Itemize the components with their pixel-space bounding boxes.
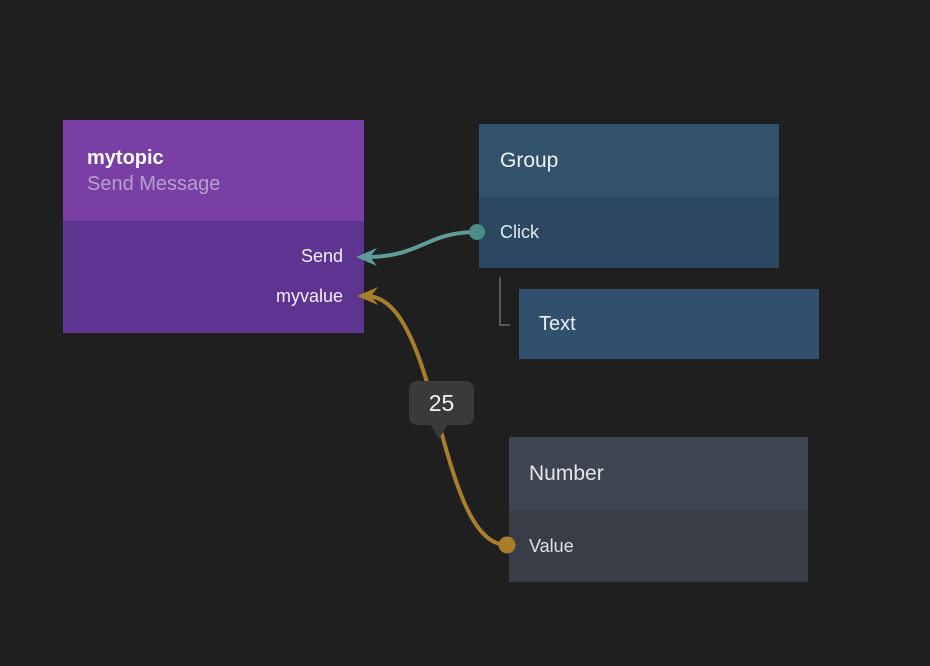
input-port-myvalue-label: myvalue <box>275 285 343 306</box>
wire-click-to-send[interactable] <box>364 230 479 259</box>
node-mytopic-subtitle: Send Message <box>87 172 221 195</box>
node-mytopic-header: mytopic Send Message <box>63 120 364 221</box>
output-port-value-label: Value <box>529 535 574 556</box>
node-number-header: Number <box>509 437 808 510</box>
node-group-header: Group <box>479 124 779 197</box>
node-mytopic-title: mytopic <box>87 146 164 169</box>
node-text-title: Text <box>539 312 576 335</box>
wire-value-tooltip-text: 25 <box>428 389 455 416</box>
node-group-title: Group <box>500 148 559 172</box>
wire-value-tooltip: 25 <box>409 381 474 439</box>
input-port-send-label: Send <box>300 245 343 266</box>
input-port-myvalue[interactable]: myvalue <box>63 276 364 316</box>
hierarchy-connector-line <box>499 277 510 326</box>
input-port-send[interactable]: Send <box>63 236 364 276</box>
node-group[interactable]: Group Click <box>479 124 779 268</box>
node-number-title: Number <box>529 461 604 485</box>
output-port-value[interactable]: Value <box>509 510 808 582</box>
node-mytopic-body: Send myvalue <box>63 221 364 333</box>
node-number[interactable]: Number Value <box>509 437 808 582</box>
output-port-click[interactable]: Click <box>479 197 779 268</box>
node-group-body: Click <box>479 197 779 268</box>
output-port-click-label: Click <box>500 222 539 242</box>
node-text[interactable]: Text <box>519 289 819 359</box>
node-number-body: Value <box>509 510 808 582</box>
node-mytopic-send-message[interactable]: mytopic Send Message Send myvalue <box>63 120 364 333</box>
tooltip-pointer-icon <box>430 424 448 439</box>
